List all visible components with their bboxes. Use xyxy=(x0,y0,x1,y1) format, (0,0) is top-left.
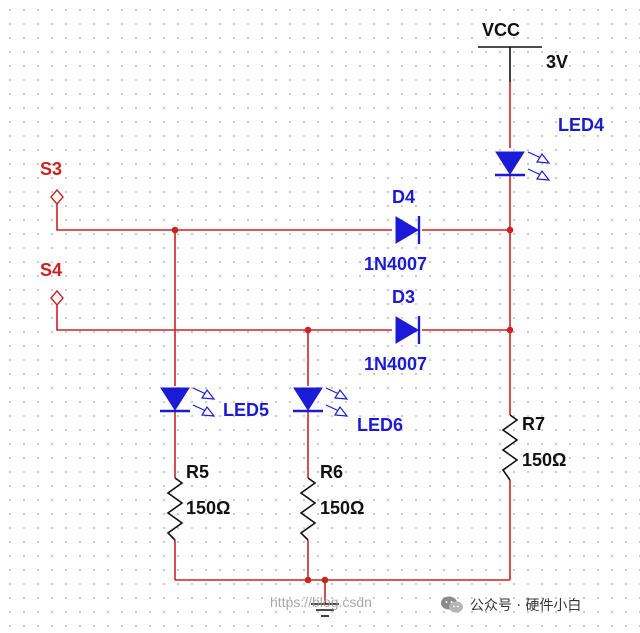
resistor-r7: R7 150Ω xyxy=(501,414,566,481)
s4-label: S4 xyxy=(40,260,62,280)
vcc-value-label: 3V xyxy=(546,52,568,72)
input-s4: S4 xyxy=(40,260,64,307)
led4: LED4 xyxy=(495,115,604,181)
junctions xyxy=(171,226,514,584)
junction-dot xyxy=(321,576,329,584)
diode-d4: D4 1N4007 xyxy=(364,187,427,274)
r6-value-label: 150Ω xyxy=(320,498,364,518)
d3-label: D3 xyxy=(392,287,415,307)
junction-dot xyxy=(171,226,179,234)
led6: LED6 xyxy=(293,387,403,435)
vcc-label: VCC xyxy=(482,20,520,40)
wires xyxy=(56,82,511,604)
led4-label: LED4 xyxy=(558,115,604,135)
wechat-icon xyxy=(441,596,463,613)
input-s3: S3 xyxy=(40,159,64,206)
led6-label: LED6 xyxy=(357,415,403,435)
led5: LED5 xyxy=(160,387,269,420)
junction-dot xyxy=(304,576,312,584)
r7-label: R7 xyxy=(522,414,545,434)
wechat-watermark: 公众号 · 硬件小白 xyxy=(440,592,581,618)
r5-label: R5 xyxy=(186,462,209,482)
led5-label: LED5 xyxy=(223,400,269,420)
diode-d3: D3 1N4007 xyxy=(364,287,427,374)
junction-dot xyxy=(304,326,312,334)
junction-dot xyxy=(506,326,514,334)
junction-dot xyxy=(506,226,514,234)
r6-label: R6 xyxy=(320,462,343,482)
resistor-r5: R5 150Ω xyxy=(166,462,230,541)
r7-value-label: 150Ω xyxy=(522,450,566,470)
ground-symbol xyxy=(311,603,339,617)
d4-part-label: 1N4007 xyxy=(364,254,427,274)
vcc-supply: VCC 3V xyxy=(478,20,568,82)
r5-value-label: 150Ω xyxy=(186,498,230,518)
resistor-r6: R6 150Ω xyxy=(299,462,364,541)
wechat-channel-text: 公众号 · 硬件小白 xyxy=(470,598,582,614)
input-port-s3 xyxy=(50,188,64,206)
input-port-s4 xyxy=(50,289,64,307)
url-watermark: https://blog.csdn xyxy=(270,594,372,610)
d3-part-label: 1N4007 xyxy=(364,354,427,374)
d4-label: D4 xyxy=(392,187,415,207)
s3-label: S3 xyxy=(40,159,62,179)
